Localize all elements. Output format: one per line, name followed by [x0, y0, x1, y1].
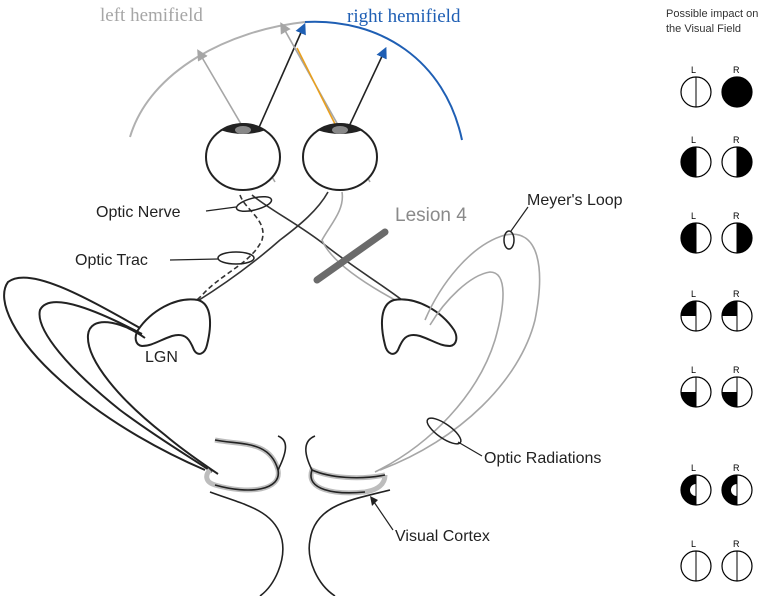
left-eye-letter: L [691, 539, 696, 549]
right-eye-letter: R [733, 135, 740, 145]
meyers-loop-marker [503, 230, 515, 250]
meyers-loop-leader [510, 206, 529, 232]
right-eye-letter: R [733, 289, 740, 299]
optic-trac-leader [169, 258, 219, 261]
left-lgn [134, 298, 212, 355]
left-eye-field-circle [680, 474, 712, 506]
optic-trac-label: Optic Trac [75, 252, 148, 269]
right-eye-field-circle [721, 300, 753, 332]
left-eye [205, 123, 281, 191]
right-eye-letter: R [733, 211, 740, 221]
left-nasal-fiber [251, 194, 403, 301]
optic-nerve-marker [235, 195, 273, 213]
right-lgn [380, 298, 458, 355]
right-eye-letter: R [733, 365, 740, 375]
right-eye-letter: R [733, 539, 740, 549]
optic-radiations-marker [426, 417, 462, 445]
left-temporal-fiber [184, 194, 264, 313]
lgn-label: LGN [145, 349, 178, 366]
left-eye-field-circle [680, 300, 712, 332]
right-eye-field-circle [721, 222, 753, 254]
right-eye-field-circle [721, 76, 753, 108]
right-eye-field-circle [721, 474, 753, 506]
left-eye-letter: L [691, 65, 696, 75]
ray-right-eye-crossing [296, 47, 338, 129]
right-hemifield-arc [304, 20, 463, 141]
right-eye-letter: R [733, 65, 740, 75]
optic-pathway-fibers [184, 191, 403, 313]
meyers-loop-label: Meyer's Loop [527, 192, 623, 209]
right-eye-field-circle [721, 550, 753, 582]
right-visual-cortex [305, 435, 391, 597]
right-eye [302, 123, 378, 191]
right-eye-field-circle [721, 146, 753, 178]
panel-title-line1: Possible impact on [666, 8, 758, 20]
left-eye-letter: L [691, 135, 696, 145]
right-eye-field-circle [721, 376, 753, 408]
visual-cortex-leader-arrow-icon [370, 496, 378, 506]
left-visual-cortex [204, 435, 287, 597]
optic-nerve-label: Optic Nerve [96, 204, 181, 221]
optic-trac-marker [217, 251, 255, 265]
left-eye-letter: L [691, 365, 696, 375]
left-hemifield-label: left hemifield [100, 5, 203, 26]
right-nasal-fiber [195, 191, 329, 303]
lesion-label: Lesion 4 [395, 205, 467, 226]
right-optic-radiations [374, 233, 541, 473]
right-hemifield-label: right hemifield [347, 6, 461, 27]
visual-field-arc [129, 20, 463, 141]
left-hemifield-arc [129, 21, 306, 138]
left-eye-field-circle [680, 550, 712, 582]
left-eye-field-circle [680, 76, 712, 108]
lesion-bar [313, 228, 389, 284]
visual-cortex-label: Visual Cortex [395, 528, 490, 545]
optic-nerve-leader [205, 206, 237, 212]
left-eye-letter: L [691, 289, 696, 299]
left-eye-letter: L [691, 211, 696, 221]
right-eye-pupil-icon [332, 126, 348, 134]
optic-radiations-label: Optic Radiations [484, 450, 601, 467]
right-temporal-fiber [321, 191, 396, 301]
panel-title-line2: the Visual Field [666, 23, 741, 35]
left-eye-letter: L [691, 463, 696, 473]
left-eye-field-circle [680, 222, 712, 254]
left-eye-field-circle [680, 376, 712, 408]
left-eye-field-circle [680, 146, 712, 178]
optic-radiations-leader [457, 441, 483, 457]
visual-cortex-leader [373, 501, 394, 531]
left-eye-pupil-icon [235, 126, 251, 134]
left-optic-radiations [3, 276, 219, 475]
right-eye-letter: R [733, 463, 740, 473]
